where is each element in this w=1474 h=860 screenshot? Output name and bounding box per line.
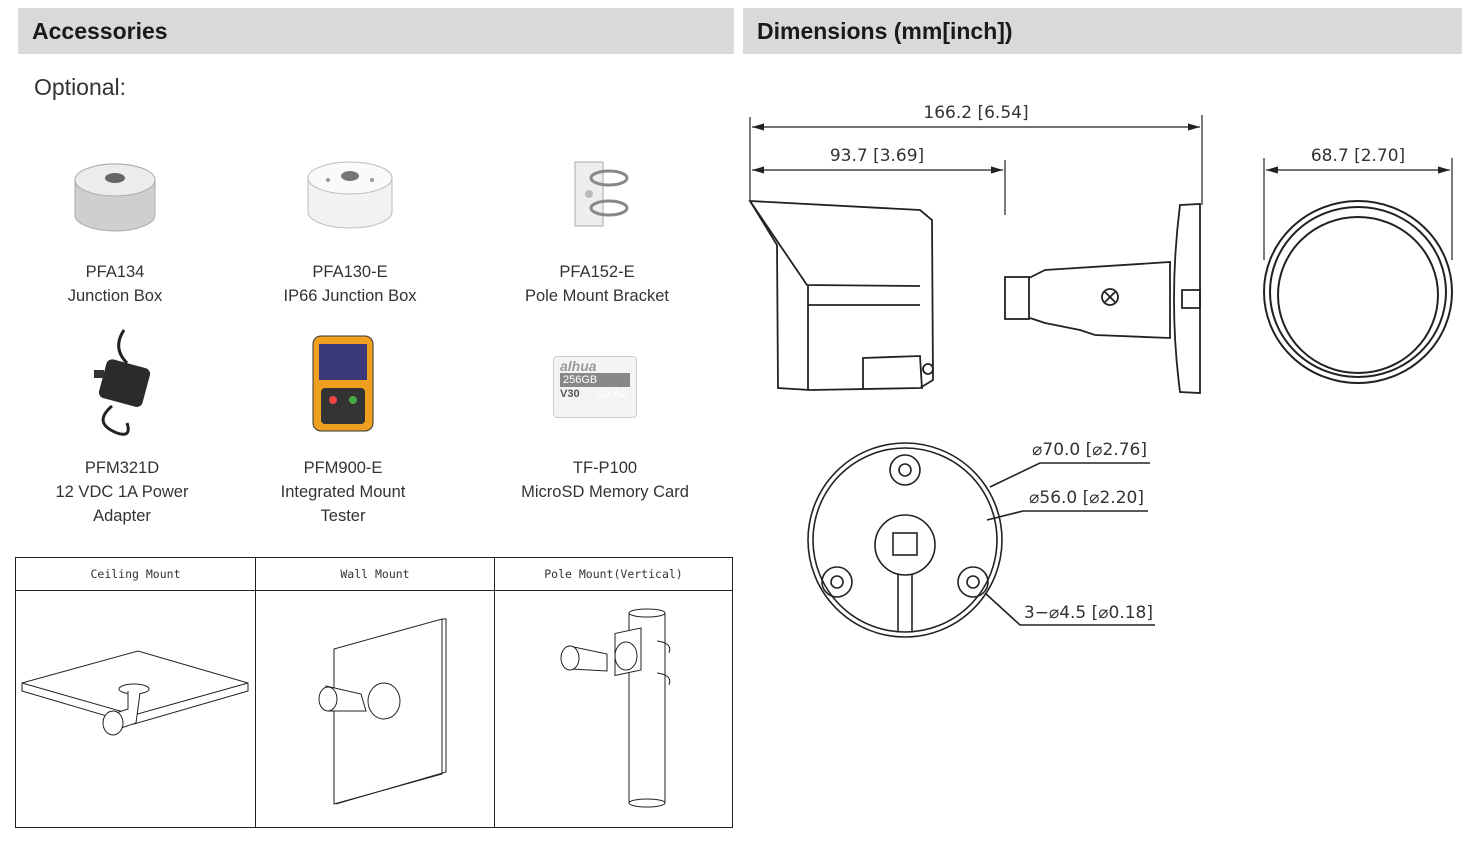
body-length-label: 93.7 [3.69]: [830, 146, 924, 166]
accessory-desc: Integrated Mount: [280, 483, 406, 501]
pole-mount-bracket-image: [487, 150, 707, 260]
power-adapter-image: [12, 328, 232, 456]
base-outer-diameter-label: ⌀70.0 [⌀2.76]: [1032, 440, 1147, 460]
sd-brand: alhua: [560, 358, 597, 374]
mount-header: Ceiling Mount: [16, 558, 255, 591]
accessory-desc-2: Adapter: [93, 507, 151, 525]
accessory-model: TF-P100: [572, 459, 638, 477]
sd-capacity: 256GB: [563, 374, 598, 386]
mount-pole: Pole Mount(Vertical): [495, 558, 732, 827]
accessory-model: PFA130-E: [312, 263, 388, 281]
accessory-model: PFA134: [85, 263, 145, 281]
dimensions-header: Dimensions (mm[inch]): [743, 8, 1462, 54]
ceiling-mount-illustration: [21, 650, 249, 736]
accessory-model: PFA152-E: [559, 263, 635, 281]
sd-speed: V30: [560, 388, 580, 400]
optional-label: Optional:: [34, 74, 127, 100]
microsd-card-image: alhua 256GB U3 A2 V30: [495, 328, 715, 456]
ip66-junction-box-image: [240, 150, 460, 260]
accessory-model: PFM900-E: [303, 459, 383, 477]
mount-tester-image: [233, 328, 453, 456]
accessory-pfa152e: PFA152-E Pole Mount Bracket: [487, 150, 707, 308]
accessory-pfm321d: PFM321D 12 VDC 1A Power Adapter: [12, 328, 232, 528]
mount-header: Pole Mount(Vertical): [495, 558, 732, 591]
pole-mount-illustration: [560, 608, 671, 808]
accessory-pfm900e: PFM900-E Integrated Mount Tester: [233, 328, 453, 528]
accessory-tf-p100: alhua 256GB U3 A2 V30 TF-P100 MicroSD Me…: [495, 328, 715, 504]
sd-class: U3 A2: [597, 388, 627, 400]
base-inner-diameter-label: ⌀56.0 [⌀2.20]: [1029, 488, 1144, 508]
mount-ceiling: Ceiling Mount: [16, 558, 256, 827]
total-length-label: 166.2 [6.54]: [923, 103, 1028, 123]
front-diameter-label: 68.7 [2.70]: [1311, 146, 1405, 166]
junction-box-image: [5, 150, 225, 260]
accessory-desc: Junction Box: [67, 287, 163, 305]
mount-wall: Wall Mount: [256, 558, 495, 827]
accessory-pfa130e: PFA130-E IP66 Junction Box: [240, 150, 460, 308]
accessories-header: Accessories: [18, 8, 734, 54]
mounting-holes-label: 3−⌀4.5 [⌀0.18]: [1024, 603, 1153, 623]
accessory-desc-2: Tester: [320, 507, 366, 525]
accessory-desc: 12 VDC 1A Power: [55, 483, 189, 501]
mount-header: Wall Mount: [256, 558, 494, 591]
accessory-desc: MicroSD Memory Card: [521, 483, 689, 501]
accessory-model: PFM321D: [84, 459, 160, 477]
accessory-pfa134: PFA134 Junction Box: [5, 150, 225, 308]
mount-table: Ceiling Mount Wall Mount Pole Mount(Vert…: [15, 557, 733, 828]
accessory-desc: IP66 Junction Box: [283, 287, 417, 305]
accessory-desc: Pole Mount Bracket: [525, 287, 669, 305]
wall-mount-illustration: [318, 618, 447, 805]
